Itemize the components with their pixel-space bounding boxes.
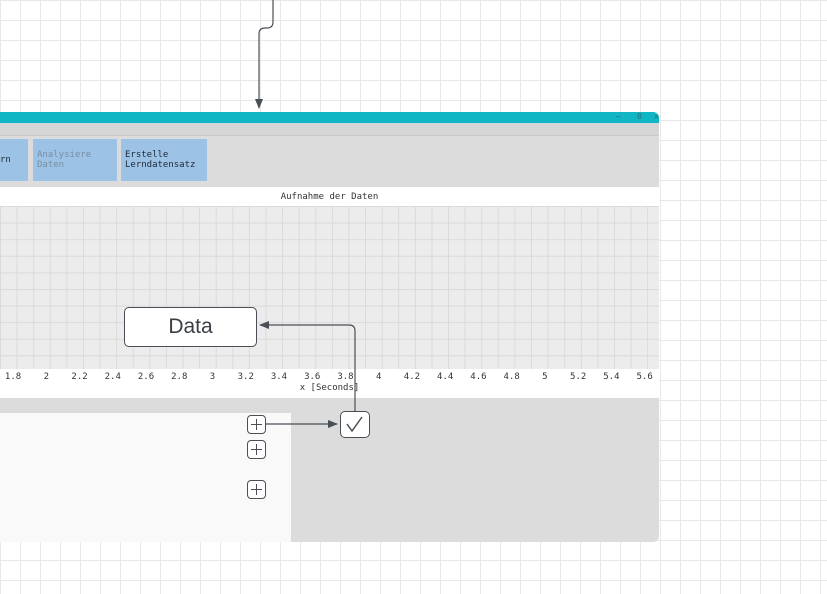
connector-top-to-window[interactable] [255, 0, 274, 109]
create-button-line-2: Lerndatensatz [125, 160, 196, 170]
partial-button-label: rn [0, 155, 11, 165]
data-node-label: Data [168, 315, 213, 338]
x-tick-label: 3.8 [337, 372, 354, 382]
x-tick-label: 4.6 [470, 372, 487, 382]
x-tick-label: 4.4 [437, 372, 454, 382]
x-tick-label: 3.6 [304, 372, 321, 382]
x-tick-label: 4.2 [403, 372, 421, 382]
analyze-button-line-2: Daten [37, 160, 65, 170]
minimize-icon[interactable]: – [616, 112, 621, 121]
create-button-line-1: Erstelle [125, 150, 169, 160]
x-tick-label: 2.2 [71, 372, 88, 382]
x-tick-label: 5.2 [569, 372, 587, 382]
maximize-icon[interactable]: 0 [637, 112, 642, 121]
x-tick-label: 5.6 [636, 372, 653, 382]
check-icon [346, 416, 363, 433]
x-tick-label: 4 [375, 372, 382, 382]
toolbar-partial-button[interactable]: rn [0, 139, 28, 181]
analyze-data-button[interactable]: Analysiere Daten [33, 139, 117, 181]
x-tick-label: 5 [542, 372, 548, 382]
data-table-panel[interactable] [0, 413, 291, 542]
plot-title: Aufnahme der Daten [280, 192, 379, 202]
plus-icon[interactable] [247, 480, 266, 499]
app-window: – 0 × rn Analysiere Daten Erstelle Lernd… [0, 112, 659, 542]
x-tick-label: 2.6 [137, 372, 155, 382]
menu-bar [0, 123, 659, 136]
plus-icon[interactable] [247, 415, 266, 434]
x-tick-label: 2.4 [104, 372, 121, 382]
x-axis-label: x [Seconds] [299, 383, 360, 393]
x-tick-label: 4.8 [503, 372, 520, 382]
x-tick-label: 3.2 [237, 372, 254, 382]
analyze-button-line-1: Analysiere [37, 150, 92, 160]
x-tick-label: 1.8 [4, 372, 22, 382]
create-learning-dataset-button[interactable]: Erstelle Lerndatensatz [121, 139, 207, 181]
plus-icon[interactable] [247, 440, 266, 459]
recording-plot: Aufnahme der Daten 1.61.822.22.42.62.833… [0, 187, 659, 398]
close-icon[interactable]: × [654, 112, 659, 121]
x-tick-label: 3 [209, 372, 216, 382]
check-node[interactable] [340, 411, 370, 438]
plot-area[interactable] [0, 206, 659, 369]
window-title-bar[interactable]: – 0 × [0, 112, 659, 123]
x-tick-label: 5.4 [603, 372, 620, 382]
x-tick-label: 3.4 [270, 372, 288, 382]
data-node[interactable]: Data [124, 307, 257, 347]
x-tick-label: 2.8 [171, 372, 188, 382]
x-tick-label: 2 [43, 372, 50, 382]
